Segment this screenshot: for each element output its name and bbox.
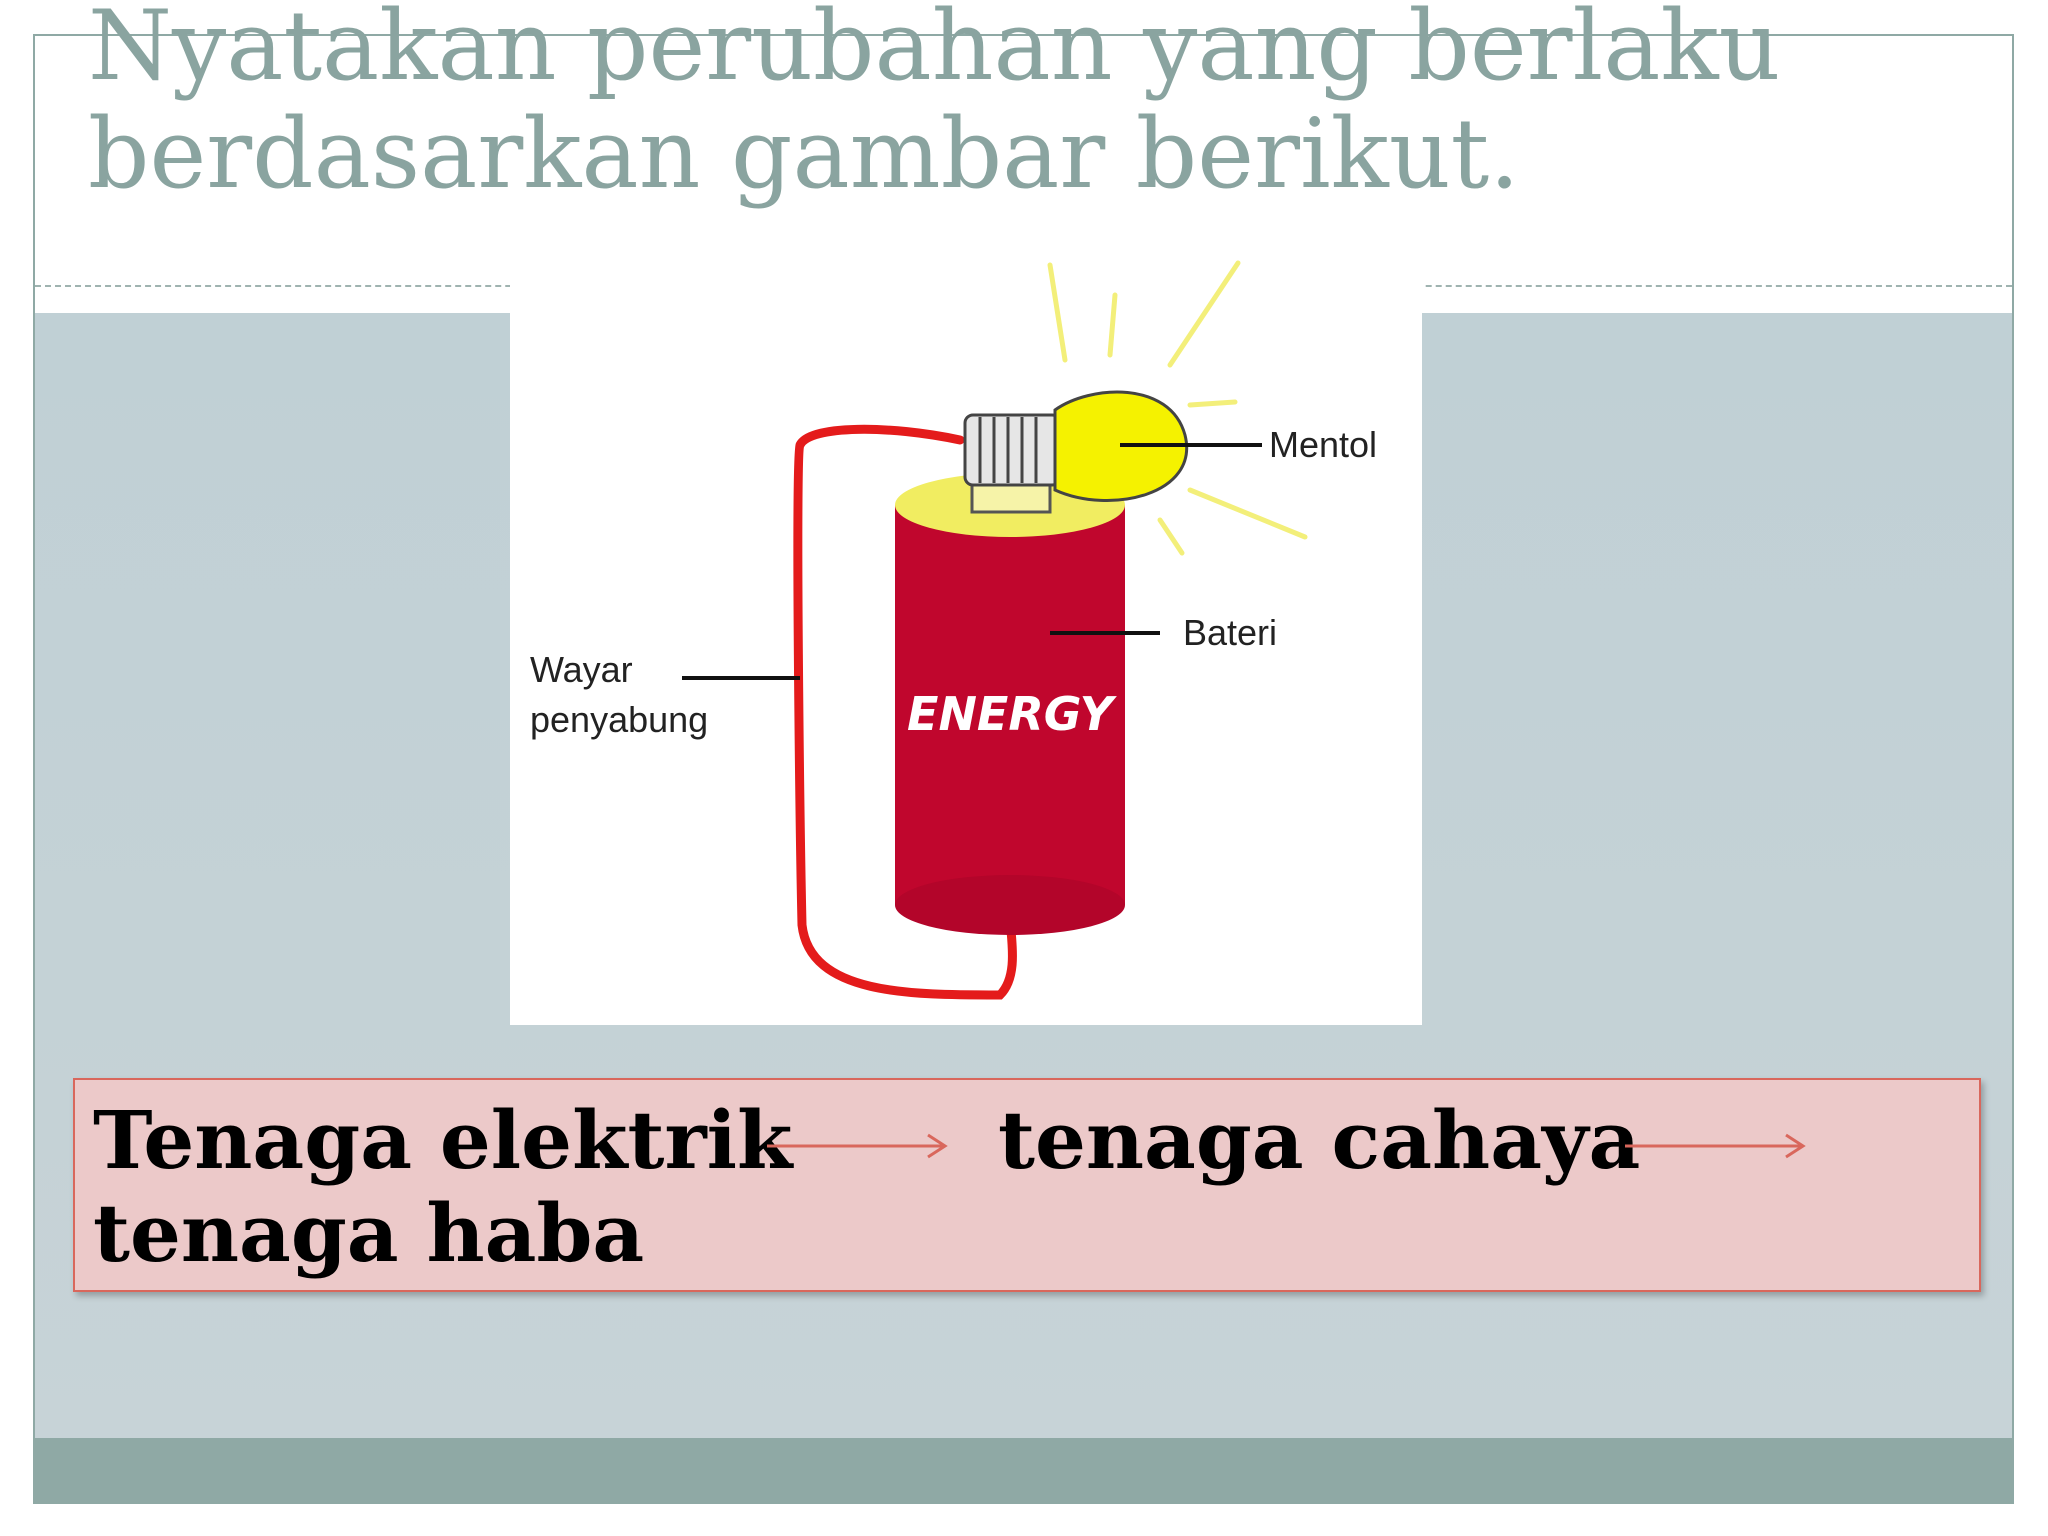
slide-title: Nyatakan perubahan yang berlaku berdasar…: [88, 0, 1781, 210]
label-pointers: [682, 443, 1262, 680]
slide-title-line-2: berdasarkan gambar berikut.: [88, 98, 1520, 210]
battery-bulb-figure: ENERGY Mentol Bateri Wayar penyabung: [510, 235, 1422, 1025]
label-wayar-line-2: penyabung: [530, 699, 708, 740]
footer-band: [35, 1438, 2012, 1503]
answer-box: Tenaga elektrik tenaga cahaya tenaga hab…: [73, 1078, 1981, 1292]
arrow-icon: [1625, 1133, 1806, 1159]
battery-bulb-illustration: ENERGY Mentol Bateri Wayar penyabung: [530, 260, 1377, 1000]
battery: ENERGY: [895, 473, 1125, 935]
label-mentol: Mentol: [1269, 424, 1377, 465]
energy-term-electric: Tenaga elektrik: [93, 1093, 793, 1187]
connecting-wire: [793, 424, 1017, 1000]
energy-term-light: tenaga cahaya: [998, 1093, 1641, 1187]
arrow-icon: [767, 1133, 948, 1159]
slide-title-line-1: Nyatakan perubahan yang berlaku: [88, 0, 1781, 102]
light-rays: [1047, 260, 1308, 556]
battery-label: ENERGY: [907, 687, 1118, 741]
label-wayar-line-1: Wayar: [530, 649, 633, 690]
label-bateri: Bateri: [1183, 612, 1277, 653]
bulb: [963, 390, 1189, 514]
energy-term-heat: tenaga haba: [93, 1186, 645, 1280]
